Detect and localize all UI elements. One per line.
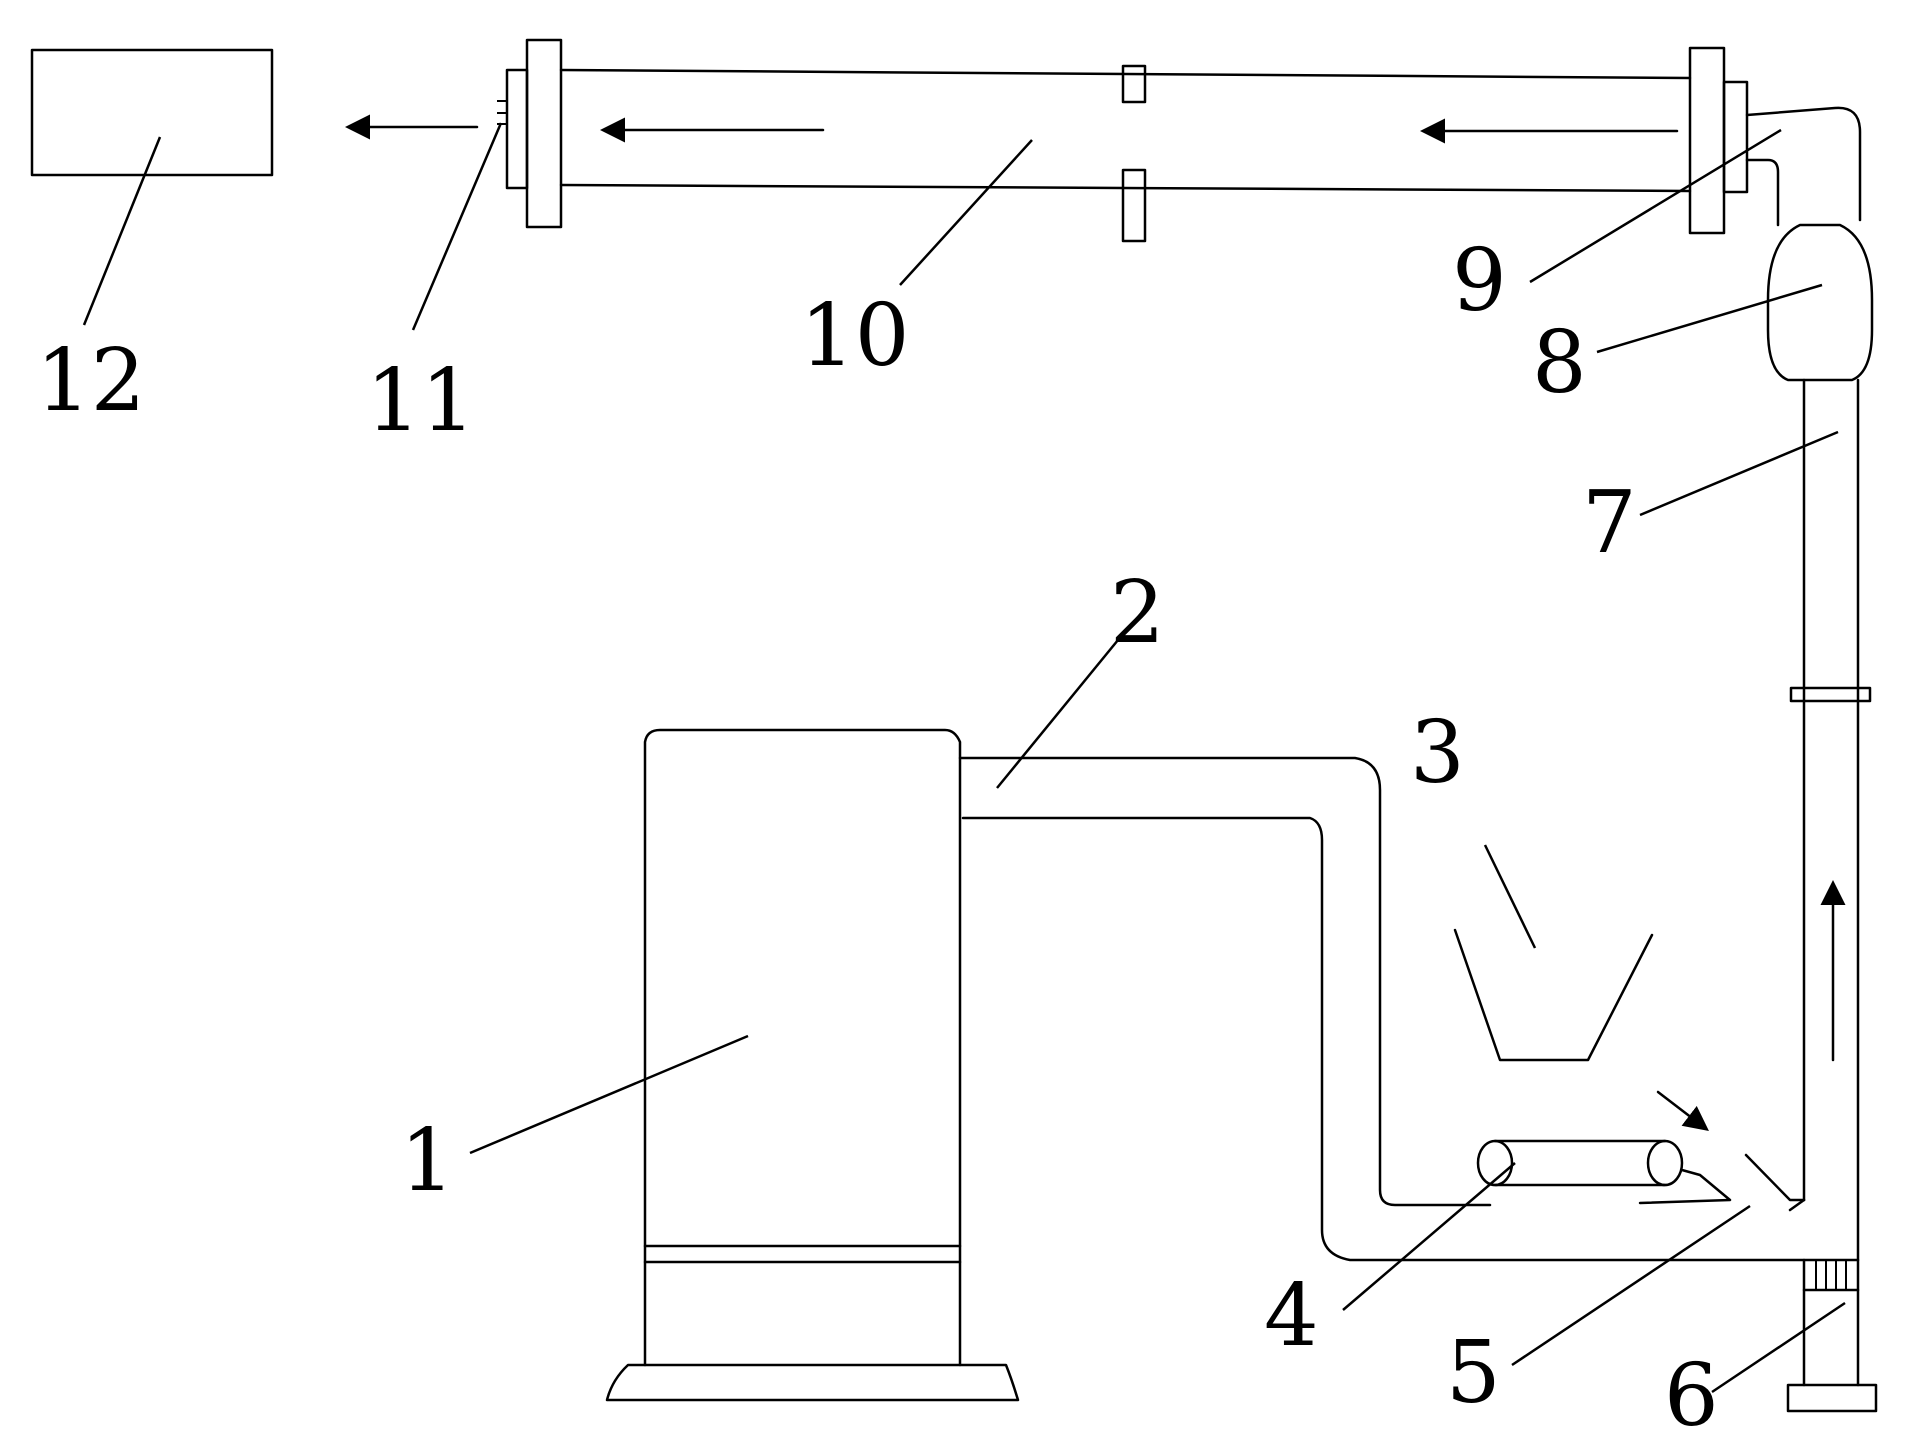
component-9-inlet-flange <box>1688 46 1749 235</box>
label-2: 2 <box>1110 563 1165 663</box>
label-8: 8 <box>1532 313 1587 413</box>
label-11: 11 <box>366 351 475 451</box>
label-1: 1 <box>400 1111 455 1211</box>
component-6-base-fitting <box>1786 1258 1878 1413</box>
label-3: 3 <box>1410 703 1465 803</box>
label-6: 6 <box>1664 1346 1719 1438</box>
component-12-box <box>30 48 274 177</box>
label-9: 9 <box>1452 231 1507 331</box>
component-10-horizontal-pipe <box>559 64 1692 243</box>
pipe-elbow-inner <box>1745 158 1780 227</box>
component-8-bulge <box>1766 223 1874 382</box>
label-4: 4 <box>1264 1266 1319 1366</box>
leader-lines <box>82 122 1846 1394</box>
pipe-elbow <box>1745 106 1862 222</box>
component-1-tank <box>605 728 1020 1402</box>
label-10: 10 <box>800 286 909 386</box>
component-4-roller <box>1476 1139 1732 1205</box>
component-2-duct <box>958 756 1806 1262</box>
flow-arrows <box>345 114 1846 1132</box>
label-5: 5 <box>1446 1323 1501 1423</box>
component-11-outlet-flange <box>497 38 563 229</box>
component-5-nozzle <box>1744 1153 1806 1202</box>
label-12: 12 <box>36 331 145 431</box>
component-3-hopper <box>1453 928 1654 1062</box>
label-7: 7 <box>1582 473 1637 573</box>
component-7-vertical-pipe <box>1788 378 1872 1262</box>
